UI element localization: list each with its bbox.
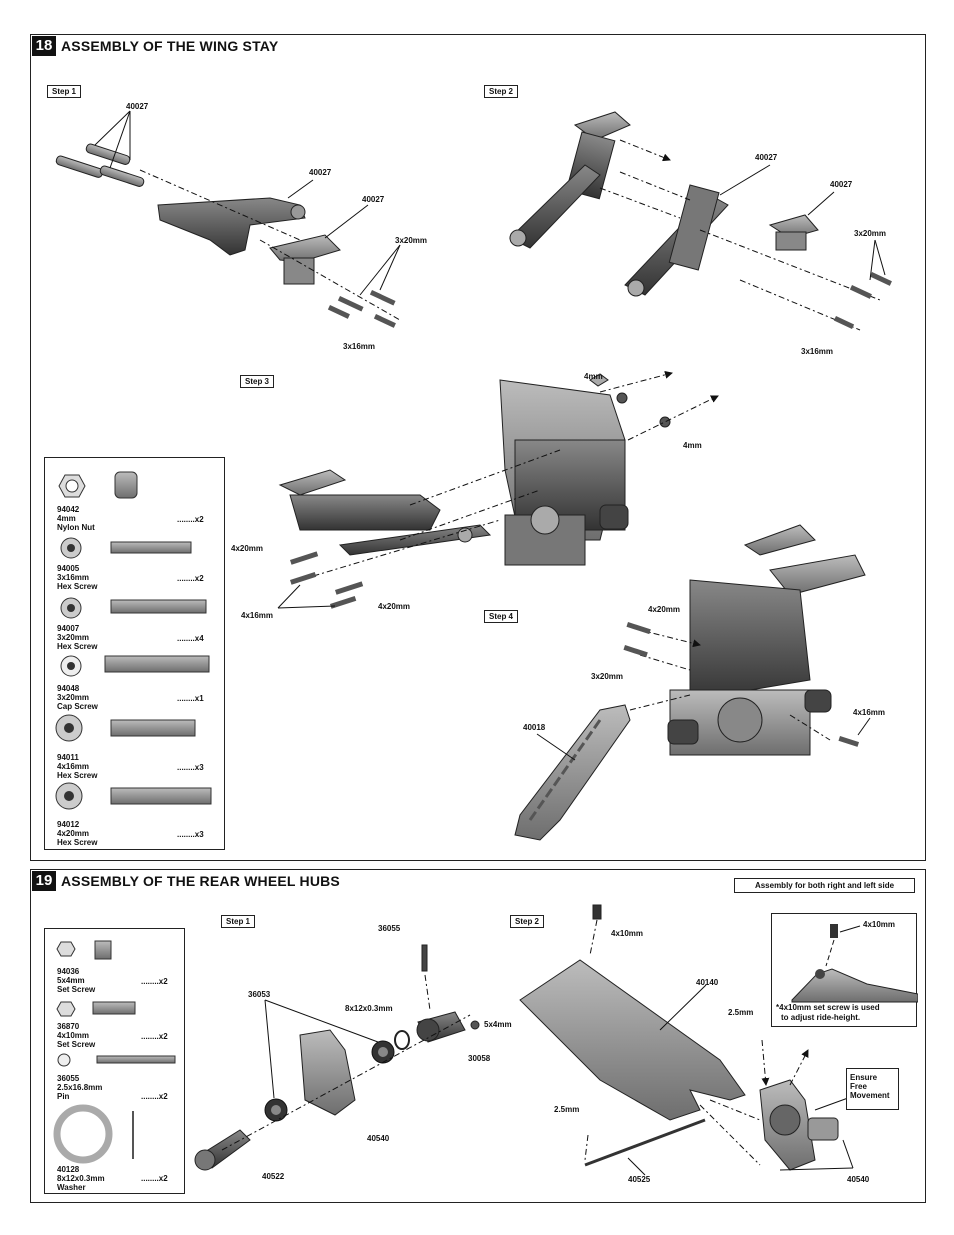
step2-tag: Step 2 — [484, 85, 519, 98]
hardware-icons — [55, 471, 212, 810]
s4-screw-label: 4x20mm — [648, 605, 681, 614]
washer-icon — [53, 1104, 134, 1164]
section-18-parts-list: 94042 4mm Nylon Nut ........x2 94005 3x1… — [44, 457, 225, 850]
part-qty: ........x2 — [141, 1174, 168, 1183]
s3-nut-label: 4mm — [683, 441, 702, 450]
s2-screw-label: 3x16mm — [801, 347, 834, 356]
set-screw-icon — [56, 940, 136, 1017]
section-18-wing-stay: 18 ASSEMBLY OF THE WING STAY — [30, 34, 926, 861]
hub-s1-label: 36055 — [378, 924, 401, 933]
step3-drawing — [277, 370, 719, 609]
part-entry: 94042 4mm Nylon Nut — [57, 505, 95, 532]
section-18-title: ASSEMBLY OF THE WING STAY — [61, 38, 279, 54]
section-18-number: 18 — [32, 36, 56, 56]
part-entry: 94012 4x20mm Hex Screw — [57, 820, 98, 847]
s1-part-label: 40027 — [362, 195, 385, 204]
s4-screw-label: 4x16mm — [853, 708, 886, 717]
section-19-number: 19 — [32, 871, 56, 891]
ride-height-inset: 4x10mm *4x10mm set screw is used to adju… — [771, 913, 918, 1027]
hub-s2-label: 40540 — [847, 1175, 870, 1184]
inset-note-line2: to adjust ride-height. — [781, 1013, 861, 1022]
hub-s1-label: 36053 — [248, 990, 271, 999]
section-19-parts-list: 94036 5x4mm Set Screw ........x2 36870 4… — [44, 928, 185, 1194]
hub-s2-label: 4x10mm — [611, 929, 644, 938]
hub-s1-label: 40522 — [262, 1172, 285, 1181]
hub-step2-tag: Step 2 — [510, 915, 545, 928]
pin-icon — [57, 1053, 176, 1067]
inset-screw-label: 4x10mm — [863, 920, 896, 929]
hub-s1-label: 8x12x0.3mm — [345, 1004, 393, 1013]
s1-screw-label: 3x20mm — [395, 236, 428, 245]
step1-tag: Step 1 — [47, 85, 82, 98]
step4-drawing — [514, 524, 871, 841]
part-entry: 36055 2.5x16.8mm Pin — [57, 1074, 103, 1101]
part-qty: ........x4 — [177, 634, 204, 643]
part-qty: ........x2 — [177, 574, 204, 583]
part-qty: ........x2 — [177, 515, 204, 524]
part-qty: ........x1 — [177, 694, 204, 703]
hub-s1-label: 30058 — [468, 1054, 491, 1063]
part-entry: 40128 8x12x0.3mm Washer — [57, 1165, 105, 1192]
hub-s1-label: 40540 — [367, 1134, 390, 1143]
hub-s2-label: 40140 — [696, 978, 719, 987]
hub-s2-label: 40525 — [628, 1175, 651, 1184]
section-18-header: 18 ASSEMBLY OF THE WING STAY — [32, 36, 278, 56]
s3-screw-label: 4x16mm — [241, 611, 274, 620]
hub-hardware-icons — [53, 940, 176, 1164]
inset-drawing — [791, 924, 918, 1003]
ensure-free-movement-box: Ensure Free Movement — [846, 1068, 899, 1110]
part-entry: 94007 3x20mm Hex Screw — [57, 624, 98, 651]
part-entry: 94011 4x16mm Hex Screw — [57, 753, 98, 780]
s1-screw-label: 3x16mm — [343, 342, 376, 351]
section-19-header: 19 ASSEMBLY OF THE REAR WHEEL HUBS — [32, 871, 340, 891]
s3-screw-label: 4x20mm — [378, 602, 411, 611]
part-qty: ........x2 — [141, 1032, 168, 1041]
hub-s2-label: 2.5mm — [728, 1008, 754, 1017]
s4-screw-label: 3x20mm — [591, 672, 624, 681]
s4-part-label: 40018 — [523, 723, 546, 732]
s1-part-label: 40027 — [126, 102, 149, 111]
part-qty: ........x2 — [141, 1092, 168, 1101]
part-qty: ........x2 — [141, 977, 168, 986]
part-qty: ........x3 — [177, 830, 204, 839]
s2-screw-label: 3x20mm — [854, 229, 887, 238]
hub-s2-label: 2.5mm — [554, 1105, 580, 1114]
step3-tag: Step 3 — [240, 375, 275, 388]
s1-part-label: 40027 — [309, 168, 332, 177]
part-entry: 94036 5x4mm Set Screw — [57, 967, 96, 994]
part-entry: 94048 3x20mm Cap Screw — [57, 684, 98, 711]
hub-step1-tag: Step 1 — [221, 915, 256, 928]
screw-icon — [55, 537, 212, 810]
section-19-title: ASSEMBLY OF THE REAR WHEEL HUBS — [61, 873, 340, 889]
part-qty: ........x3 — [177, 763, 204, 772]
inset-note-line1: *4x10mm set screw is used — [776, 1003, 880, 1012]
both-sides-note: Assembly for both right and left side — [734, 878, 915, 893]
s2-part-label: 40027 — [830, 180, 853, 189]
s3-screw-label: 4x20mm — [231, 544, 264, 553]
s2-part-label: 40027 — [755, 153, 778, 162]
hub-s1-label: 5x4mm — [484, 1020, 512, 1029]
hub-step1-drawing — [194, 944, 480, 1171]
s3-nut-label: 4mm — [584, 372, 603, 381]
section-19-rear-wheel-hubs: 19 ASSEMBLY OF THE REAR WHEEL HUBS — [30, 869, 926, 1203]
step1-drawing — [55, 110, 401, 328]
part-entry: 36870 4x10mm Set Screw — [57, 1022, 96, 1049]
nut-icon — [58, 471, 138, 499]
part-entry: 94005 3x16mm Hex Screw — [57, 564, 98, 591]
hub-step2-drawing — [519, 904, 854, 1176]
step2-drawing — [509, 111, 892, 331]
step4-tag: Step 4 — [484, 610, 519, 623]
